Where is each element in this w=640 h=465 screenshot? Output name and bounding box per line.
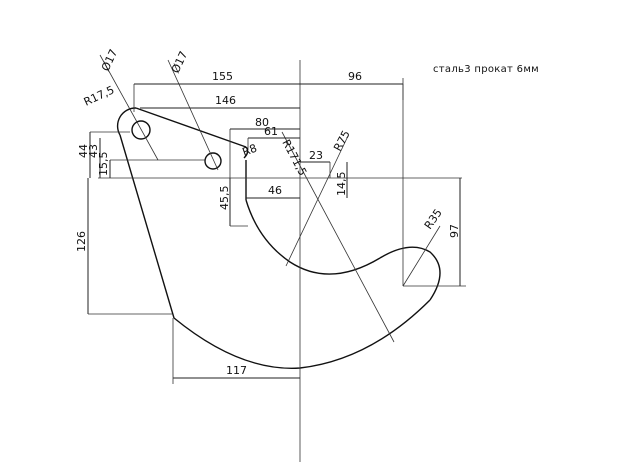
- dim-155: 155: [212, 70, 233, 83]
- dim-23: 23: [309, 149, 323, 162]
- dim-97: 97: [448, 224, 461, 238]
- callout-phi17-lower: Ø17: [169, 49, 190, 75]
- dimension-labels: 155 96 146 80 61 23 14,5 46 45,5 44 43 1…: [75, 70, 461, 377]
- dim-14-5: 14,5: [335, 172, 348, 197]
- dim-61: 61: [264, 125, 278, 138]
- dim-146: 146: [215, 94, 236, 107]
- dim-117: 117: [226, 364, 247, 377]
- dim-43: 43: [87, 144, 100, 158]
- dim-46: 46: [268, 184, 282, 197]
- dim-45-5: 45,5: [218, 186, 231, 211]
- holes: [131, 120, 222, 170]
- dim-44: 44: [77, 144, 90, 158]
- dimension-lines: [87, 83, 466, 384]
- callout-labels: Ø17 Ø17 R17,5 R8 R171,5 R75 R35: [82, 47, 445, 231]
- dim-15-5: 15,5: [97, 152, 110, 177]
- dim-96: 96: [348, 70, 362, 83]
- dim-80: 80: [255, 116, 269, 129]
- construction-lines: [98, 54, 462, 462]
- material-note: сталь3 прокат 6мм: [433, 64, 539, 75]
- callout-r8: R8: [241, 142, 259, 159]
- callout-r75: R75: [331, 128, 353, 153]
- lower-hole: [204, 152, 222, 170]
- callout-r171-5: R171,5: [279, 137, 309, 178]
- upper-hole: [131, 120, 151, 140]
- callout-r35: R35: [422, 207, 445, 232]
- callout-r17-5: R17,5: [82, 83, 117, 108]
- dim-126: 126: [75, 231, 88, 252]
- callout-phi17-upper: Ø17: [99, 47, 120, 73]
- part-outline: [116, 107, 441, 369]
